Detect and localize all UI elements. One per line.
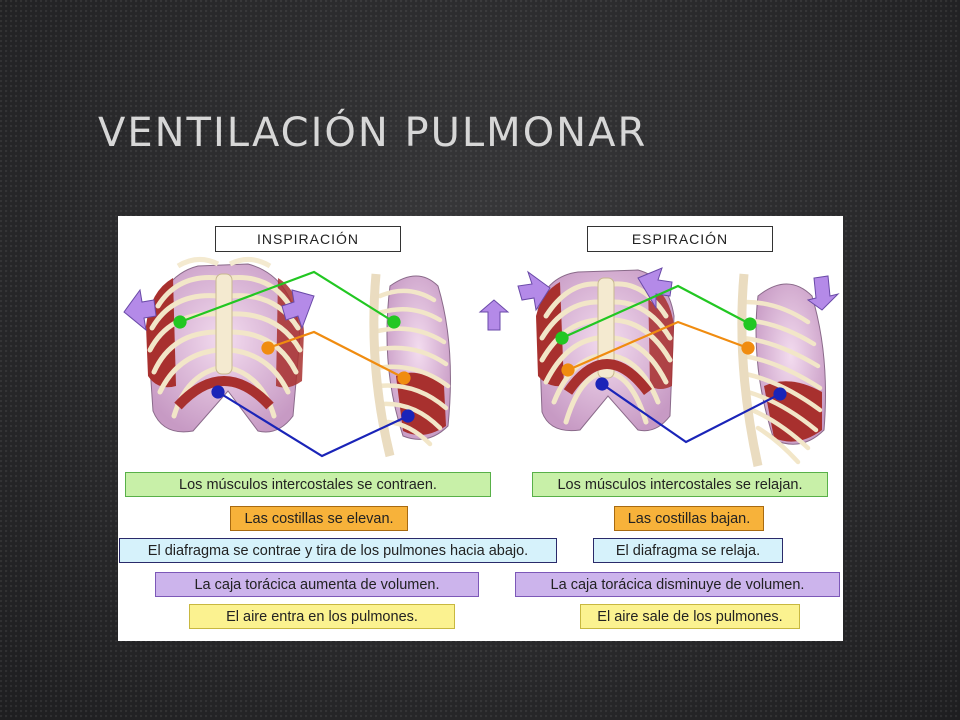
connector-lines [173, 270, 787, 458]
inspiration-caption-volume: La caja torácica aumenta de volumen. [155, 572, 479, 597]
arrow-up-icon [478, 299, 510, 331]
expiration-caption-diaphragm: El diafragma se relaja. [593, 538, 783, 563]
diagram-artwork [123, 257, 840, 467]
inspiration-caption-diaphragm: El diafragma se contrae y tira de los pu… [119, 538, 557, 563]
inspiration-ribs-connector [261, 330, 411, 385]
expiration-intercostal-connector [555, 284, 757, 345]
slide-title: VENTILACIÓN PULMONAR [98, 110, 648, 156]
movement-arrows [123, 267, 840, 332]
inspiration-caption-intercostals: Los músculos intercostales se contraen. [125, 472, 491, 497]
inspiration-intercostal-connector [173, 270, 401, 329]
expiration-diaphragm-connector [595, 377, 787, 444]
inspiration-header: INSPIRACIÓN [215, 226, 401, 252]
arrow-down-icon [806, 275, 840, 311]
expiration-caption-volume: La caja torácica disminuye de volumen. [515, 572, 840, 597]
inspiration-diaphragm-connector [211, 385, 415, 458]
expiration-header: ESPIRACIÓN [587, 226, 773, 252]
inspiration-side-ribcage [369, 273, 451, 458]
expiration-caption-air: El aire sale de los pulmones. [580, 604, 800, 629]
expiration-caption-ribs: Las costillas bajan. [614, 506, 764, 531]
expiration-ribs-connector [561, 320, 755, 377]
arrow-out-left-icon [123, 288, 157, 332]
arrow-in-left-icon [517, 270, 551, 312]
respiration-diagram: INSPIRACIÓN ESPIRACIÓN Los músculos inte… [118, 216, 843, 641]
expiration-caption-intercostals: Los músculos intercostales se relajan. [532, 472, 828, 497]
inspiration-caption-air: El aire entra en los pulmones. [189, 604, 455, 629]
inspiration-caption-ribs: Las costillas se elevan. [230, 506, 408, 531]
